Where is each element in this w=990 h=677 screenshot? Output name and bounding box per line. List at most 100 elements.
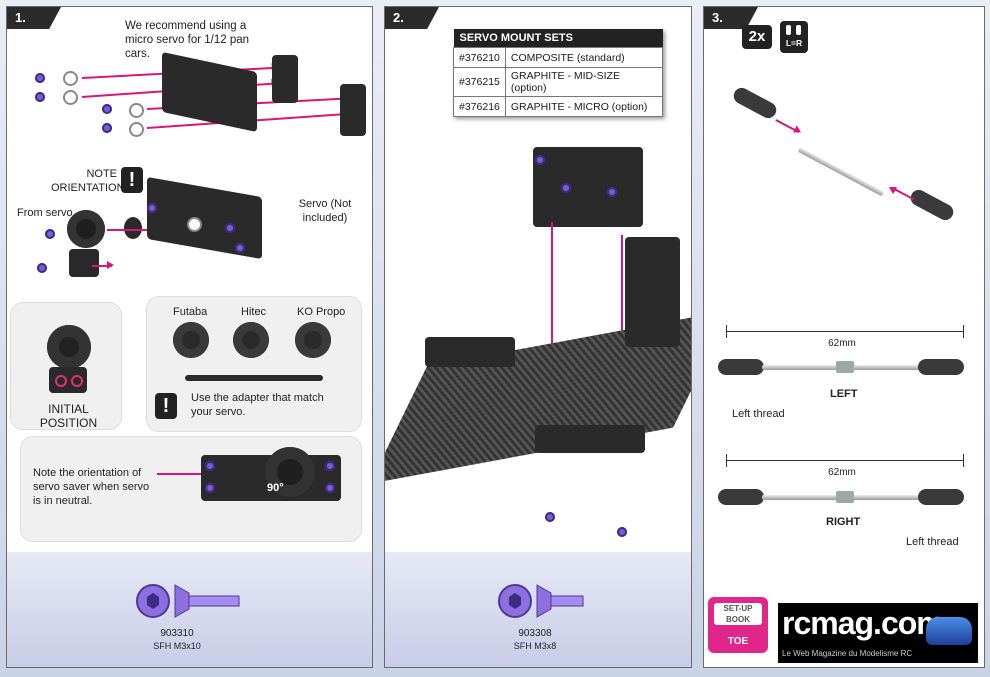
- watermark-logo: rcmag.com: [782, 605, 945, 641]
- watermark-tagline: Le Web Magazine du Modelisme RC: [782, 649, 913, 658]
- adapter-note: Use the adapter that match your servo.: [191, 392, 324, 418]
- servo-mount-left: [272, 55, 298, 103]
- servo-output-spline: [187, 217, 202, 232]
- screw-icon: [102, 104, 112, 114]
- washer-icon: [129, 103, 144, 118]
- length-label: 62mm: [828, 467, 856, 478]
- flat-head-screw-icon: [498, 584, 584, 618]
- warning-icon: !: [121, 167, 143, 193]
- left-equals-right-icon: L=R: [780, 21, 808, 53]
- step-1-panel: 1. We recommend using a micro servo for …: [6, 6, 373, 668]
- screw-icon: [205, 461, 215, 471]
- screw-icon: [225, 223, 235, 233]
- screw-icon: [607, 187, 617, 197]
- screw-icon: [617, 527, 627, 537]
- watermark: rcmag.com Le Web Magazine du Modelisme R…: [778, 603, 978, 663]
- from-servo-label: From servo: [17, 207, 73, 219]
- adapter-ko-propo: [295, 322, 331, 358]
- length-label: 62mm: [828, 338, 856, 349]
- part-description: SFH M3x8: [513, 641, 557, 651]
- rod-end-icon: [718, 359, 764, 375]
- orientation-note: Note the orientation of servo saver when…: [33, 467, 150, 507]
- rod-end-icon: [730, 85, 780, 121]
- washer-icon: [129, 122, 144, 137]
- dimension-line: [726, 454, 964, 467]
- right-tag: RIGHT: [826, 516, 861, 528]
- servo-mount-assembly: [533, 147, 643, 227]
- rod-end-icon: [918, 359, 964, 375]
- quantity-badge: 2x: [742, 25, 772, 49]
- rear-pod: [625, 237, 680, 347]
- dimension-line: [726, 325, 964, 338]
- servo-saver-neutral: [265, 447, 315, 497]
- assembly-arrow: [775, 119, 800, 133]
- step-number: 1.: [7, 7, 61, 29]
- initial-position-label: INITIAL POSITION: [39, 402, 98, 430]
- screw-icon: [325, 483, 335, 493]
- screw-icon: [102, 123, 112, 133]
- rod-end-icon: [918, 489, 964, 505]
- part-number: 903308: [518, 628, 552, 639]
- alignment-line: [551, 222, 553, 382]
- front-suspension-arm: [425, 337, 515, 367]
- turnbuckle-hex: [836, 361, 854, 373]
- brand-hitec: Hitec: [241, 306, 267, 318]
- brand-ko-propo: KO Propo: [297, 306, 346, 318]
- screw-icon: [37, 263, 47, 273]
- toe-label: TOE: [727, 636, 749, 647]
- step-3-panel: 3. 2x L=R 62mm LEFT Left thread 62mm RIG…: [703, 6, 985, 668]
- turnbuckle-rod: [797, 147, 885, 197]
- adapter-sprue: [185, 375, 323, 381]
- step-number: 2.: [385, 7, 439, 29]
- screw-icon: [35, 73, 45, 83]
- rod-end-icon: [907, 187, 957, 223]
- adapter-box: [147, 297, 361, 431]
- warning-icon: !: [155, 393, 177, 419]
- screw-icon: [325, 461, 335, 471]
- servo-saver-arm-initial: [49, 367, 87, 393]
- thread-label: Left thread: [906, 536, 959, 548]
- left-tag: LEFT: [830, 388, 858, 400]
- screw-icon: [235, 243, 245, 253]
- thread-label: Left thread: [732, 408, 785, 420]
- part-description: SFH M3x10: [153, 641, 201, 651]
- servo-saver-arm: [69, 249, 99, 277]
- washer-icon: [63, 71, 78, 86]
- screw-icon: [45, 229, 55, 239]
- screw-icon: [35, 92, 45, 102]
- screw-icon: [147, 203, 157, 213]
- table-title: SERVO MOUNT SETS: [453, 29, 663, 48]
- angle-label: 90°: [267, 482, 284, 494]
- servo-saver-initial: [47, 325, 91, 369]
- alignment-line: [621, 235, 623, 415]
- servo-mount-right: [340, 84, 366, 136]
- servo-body: [162, 51, 257, 133]
- adapter-futaba: [173, 322, 209, 358]
- setup-book-badge: SET-UP BOOK TOE: [708, 597, 768, 653]
- adapter-hitec: [233, 322, 269, 358]
- steering-arm: [535, 425, 645, 453]
- servo-label: Servo (Not included): [298, 198, 352, 224]
- setup-book-label: SET-UP BOOK: [714, 603, 762, 625]
- brand-futaba: Futaba: [173, 306, 208, 318]
- screw-icon: [561, 183, 571, 193]
- lr-label: L=R: [785, 38, 803, 48]
- screw-icon: [535, 155, 545, 165]
- flat-head-screw-icon: [136, 584, 240, 618]
- screw-icon: [205, 483, 215, 493]
- car-logo-icon: [926, 617, 972, 645]
- turnbuckle-hex: [836, 491, 854, 503]
- screw-icon: [545, 512, 555, 522]
- part-number: 903310: [160, 628, 194, 639]
- assembly-arrow: [92, 262, 114, 268]
- micro-servo-recommendation: We recommend using a micro servo for 1/1…: [125, 20, 250, 60]
- hardware-strip: [7, 552, 372, 667]
- servo-saver: [67, 210, 105, 248]
- washer-icon: [63, 90, 78, 105]
- servo-adapter: [124, 217, 142, 239]
